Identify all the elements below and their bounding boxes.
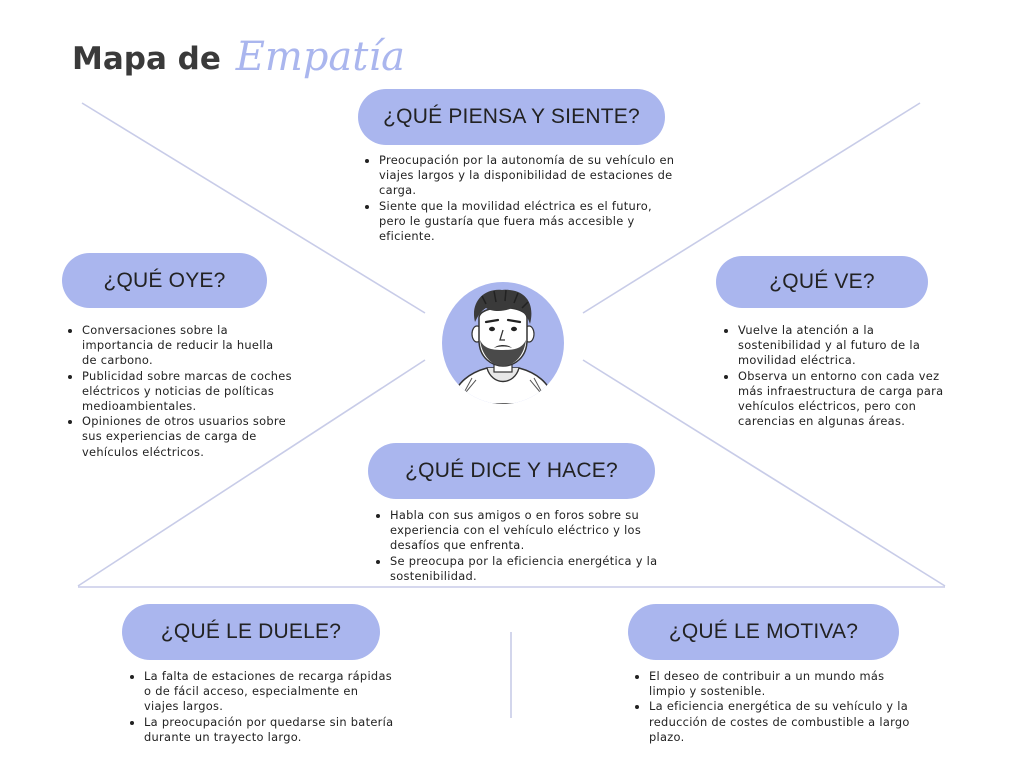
person-avatar-icon (442, 282, 564, 404)
list-item: Observa un entorno con cada vez más infr… (738, 369, 950, 430)
title-script: Empatía (235, 34, 405, 80)
page-title: Mapa de Empatía (72, 30, 405, 86)
ve-heading: ¿QUÉ VE? (716, 256, 928, 308)
diagonal-bottom-right (582, 359, 946, 587)
motiva-heading: ¿QUÉ LE MOTIVA? (628, 604, 899, 660)
piensa-list: Preocupación por la autonomía de su vehí… (361, 153, 679, 244)
motiva-list: El deseo de contribuir a un mundo más li… (631, 669, 914, 745)
duele-heading: ¿QUÉ LE DUELE? (122, 604, 380, 660)
piensa-heading: ¿QUÉ PIENSA Y SIENTE? (358, 89, 665, 145)
list-item: La eficiencia energética de su vehículo … (649, 699, 914, 745)
title-main: Mapa de (72, 41, 221, 77)
ve-list: Vuelve la atención a la sostenibilidad y… (720, 323, 950, 429)
list-item: Preocupación por la autonomía de su vehí… (379, 153, 679, 199)
dice-list: Habla con sus amigos o en foros sobre su… (372, 508, 670, 584)
diagonal-bottom-left (77, 359, 426, 587)
list-item: La falta de estaciones de recarga rápida… (144, 669, 394, 715)
list-item: Conversaciones sobre la importancia de r… (82, 323, 292, 369)
oye-list: Conversaciones sobre la importancia de r… (64, 323, 292, 460)
list-item: Opiniones de otros usuarios sobre sus ex… (82, 414, 292, 460)
list-item: Se preocupa por la eficiencia energética… (390, 554, 670, 584)
list-item: Publicidad sobre marcas de coches eléctr… (82, 369, 292, 415)
list-item: El deseo de contribuir a un mundo más li… (649, 669, 914, 699)
dice-heading: ¿QUÉ DICE Y HACE? (368, 443, 655, 499)
list-item: Habla con sus amigos o en foros sobre su… (390, 508, 670, 554)
diagonal-top-right (582, 102, 921, 314)
diagonal-top-left (81, 102, 426, 314)
list-item: Vuelve la atención a la sostenibilidad y… (738, 323, 950, 369)
person-illustration (451, 289, 555, 404)
list-item: Siente que la movilidad eléctrica es el … (379, 199, 679, 245)
list-item: La preocupación por quedarse sin batería… (144, 715, 394, 745)
duele-list: La falta de estaciones de recarga rápida… (126, 669, 394, 745)
oye-heading: ¿QUÉ OYE? (62, 253, 267, 308)
